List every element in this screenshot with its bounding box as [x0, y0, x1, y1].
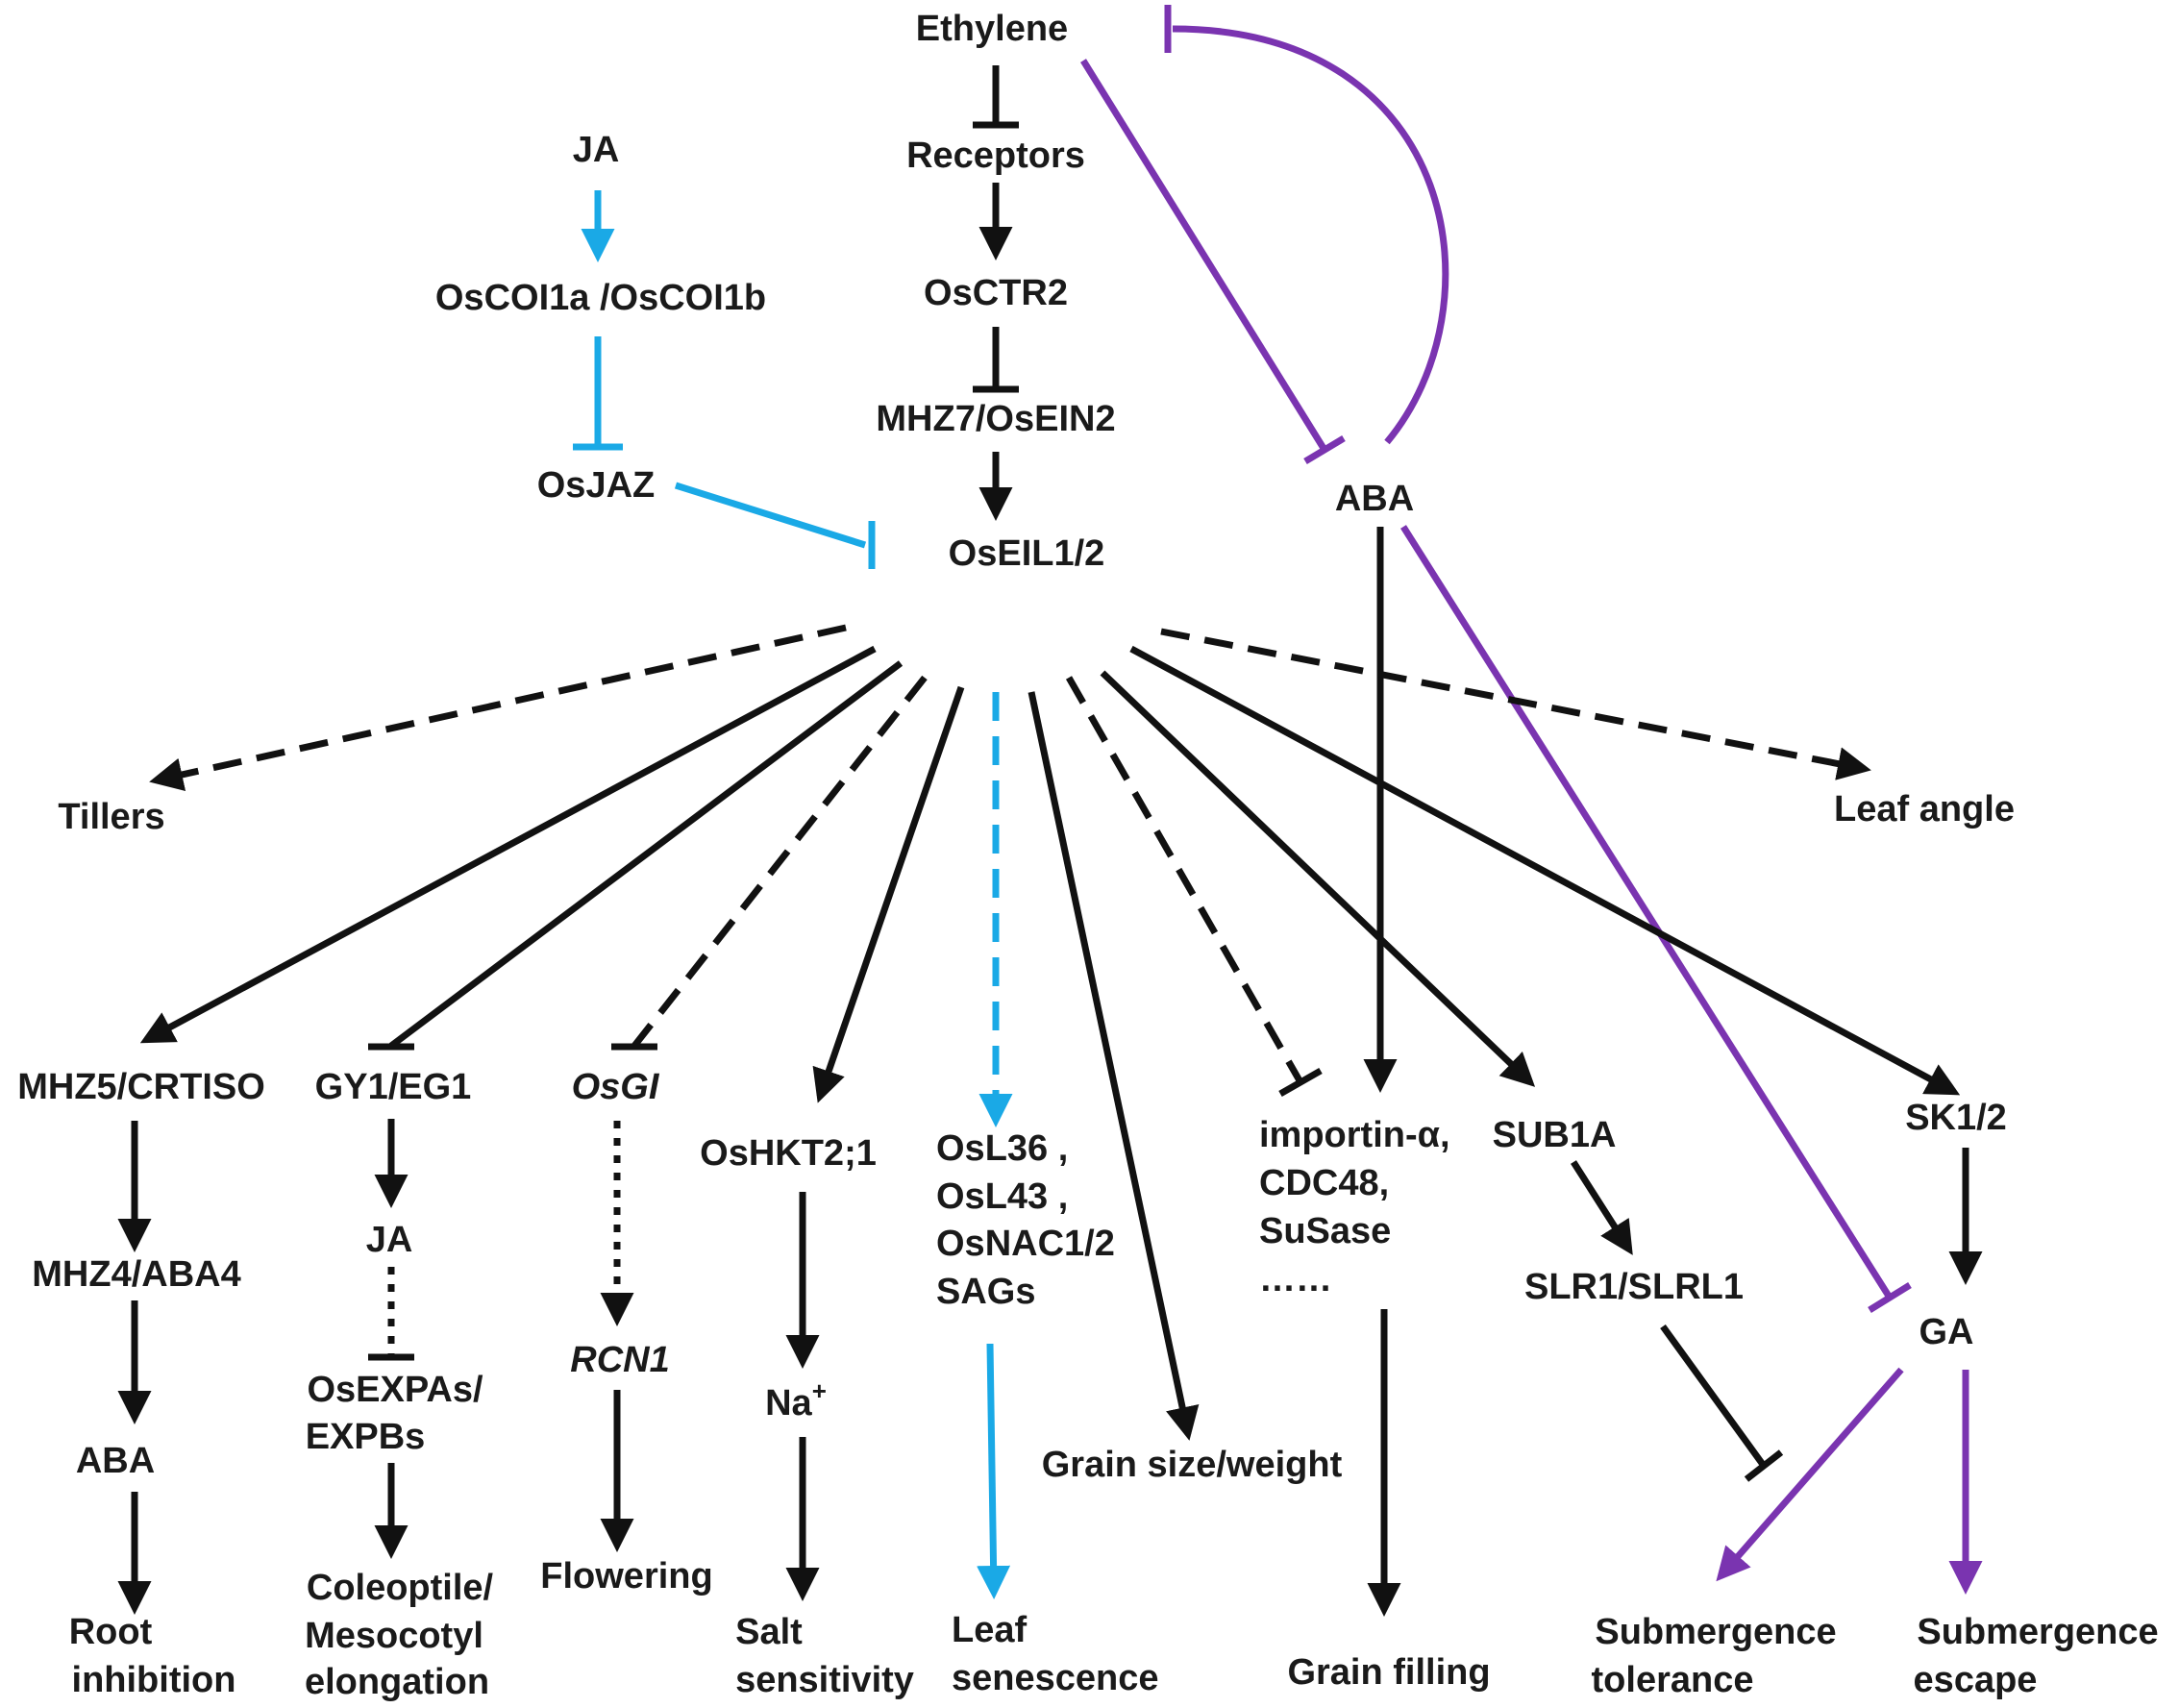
node-gy1-eg1: GY1/EG1	[315, 1067, 472, 1107]
edge-aba-inhibits-ethylene	[1172, 25, 1449, 445]
node-osexpas-line1: OsEXPAs/	[307, 1370, 483, 1410]
node-coleoptile-line2: Mesocotyl	[305, 1616, 483, 1656]
edge-sub1a-to-slr1	[1571, 1160, 1633, 1255]
edge-oseil-to-oshkt	[812, 685, 965, 1103]
node-osl36-line2: OsL43 ,	[936, 1176, 1068, 1217]
node-importin-line1: importin-α,	[1259, 1115, 1450, 1155]
edge-oseil-inhibits-osgi	[631, 675, 928, 1049]
node-na-superscript: +	[812, 1376, 827, 1405]
edge-ga-to-sub-tolerance	[1716, 1367, 1904, 1582]
edge-oseil-to-sk12	[1129, 645, 1961, 1096]
node-salt-sensitivity-line1: Salt	[735, 1612, 803, 1652]
node-mhz7-osein2: MHZ7/OsEIN2	[876, 399, 1115, 439]
edge-oseil-to-tillers	[149, 624, 847, 792]
node-osctr2: OsCTR2	[924, 273, 1068, 313]
node-coleoptile-line1: Coleoptile/	[307, 1568, 494, 1608]
node-sub1a: SUB1A	[1493, 1115, 1617, 1155]
node-leaf-senescence-line2: senescence	[952, 1658, 1159, 1698]
edge-oseil-to-sub1a	[1100, 670, 1536, 1087]
node-osl36-line1: OsL36 ,	[936, 1128, 1068, 1169]
edge-oseil-to-grain-size	[1028, 691, 1200, 1441]
edge-slr1-inhibits-tolerance-bar	[1744, 1449, 1784, 1482]
node-osgi: OsGI	[572, 1067, 660, 1107]
edge-oseil-inhibits-importin-bar	[1278, 1067, 1323, 1098]
node-mhz4-aba4: MHZ4/ABA4	[32, 1254, 240, 1295]
node-importin-line2: CDC48,	[1259, 1163, 1389, 1203]
edge-osl36-to-leaf-senescence	[977, 1343, 1011, 1599]
edge-oseil-inhibits-importin	[1065, 676, 1304, 1084]
node-na-text: Na	[765, 1383, 812, 1423]
edge-oseil-to-mhz5	[139, 645, 877, 1044]
node-osexpas-line2: EXPBs	[306, 1417, 426, 1457]
edge-oseil-inhibits-gy1	[388, 660, 904, 1049]
node-root-inhibition-line1: Root	[69, 1612, 153, 1652]
edges	[117, 5, 1983, 1617]
node-osl36-line3: OsNAC1/2	[936, 1224, 1115, 1264]
node-rcn1: RCN1	[570, 1340, 669, 1380]
node-sk1-2: SK1/2	[1905, 1098, 2007, 1138]
node-oshkt2-1: OsHKT2;1	[700, 1133, 877, 1174]
node-ja-bottom: JA	[366, 1220, 413, 1260]
node-root-inhibition-line2: inhibition	[72, 1660, 236, 1700]
node-ja-top: JA	[573, 130, 620, 170]
edge-aba-inhibits-ga-bar	[1868, 1282, 1912, 1313]
node-osjaz: OsJAZ	[537, 465, 655, 506]
node-aba-top: ABA	[1335, 479, 1414, 519]
node-ethylene: Ethylene	[916, 9, 1068, 49]
nodes: Ethylene Receptors OsCTR2 MHZ7/OsEIN2 Os…	[17, 9, 2158, 1702]
node-receptors: Receptors	[906, 136, 1085, 176]
node-sub-escape-line2: escape	[1914, 1660, 2038, 1700]
node-osl36-line4: SAGs	[936, 1272, 1035, 1312]
node-sub-tolerance-line1: Submergence	[1595, 1612, 1836, 1652]
node-oseil1-2: OsEIL1/2	[949, 533, 1105, 574]
node-tillers: Tillers	[58, 797, 164, 837]
edge-slr1-inhibits-tolerance	[1660, 1324, 1767, 1469]
node-mhz5-crtiso: MHZ5/CRTISO	[17, 1067, 265, 1107]
node-leaf-senescence-line1: Leaf	[952, 1610, 1027, 1650]
node-oscoi1: OsCOI1a /OsCOI1b	[435, 278, 766, 318]
node-grain-filling: Grain filling	[1287, 1652, 1490, 1693]
node-salt-sensitivity-line2: sensitivity	[735, 1660, 914, 1700]
node-leaf-angle: Leaf angle	[1834, 789, 2015, 829]
edge-aba-inhibits-ga	[1400, 525, 1893, 1300]
node-importin-line3: SuSase	[1259, 1211, 1391, 1251]
node-importin-line4: ……	[1259, 1259, 1332, 1300]
node-ga: GA	[1919, 1312, 1974, 1352]
node-coleoptile-line3: elongation	[305, 1662, 489, 1702]
node-aba-bottom: ABA	[76, 1441, 155, 1481]
node-sub-escape-line1: Submergence	[1917, 1612, 2158, 1652]
node-na-ion: Na+	[765, 1376, 827, 1423]
edge-osjaz-inhibits-oseil	[674, 482, 867, 549]
node-sub-tolerance-line2: tolerance	[1592, 1660, 1754, 1700]
node-flowering: Flowering	[540, 1556, 712, 1597]
edge-oseil-to-leaf-angle	[1160, 628, 1871, 780]
edge-ethylene-inhibits-aba-bar	[1303, 434, 1346, 465]
edge-ethylene-inhibits-aba	[1080, 59, 1327, 452]
node-slr1-slrl1: SLR1/SLRL1	[1524, 1267, 1744, 1307]
node-grain-size-weight: Grain size/weight	[1042, 1445, 1343, 1485]
